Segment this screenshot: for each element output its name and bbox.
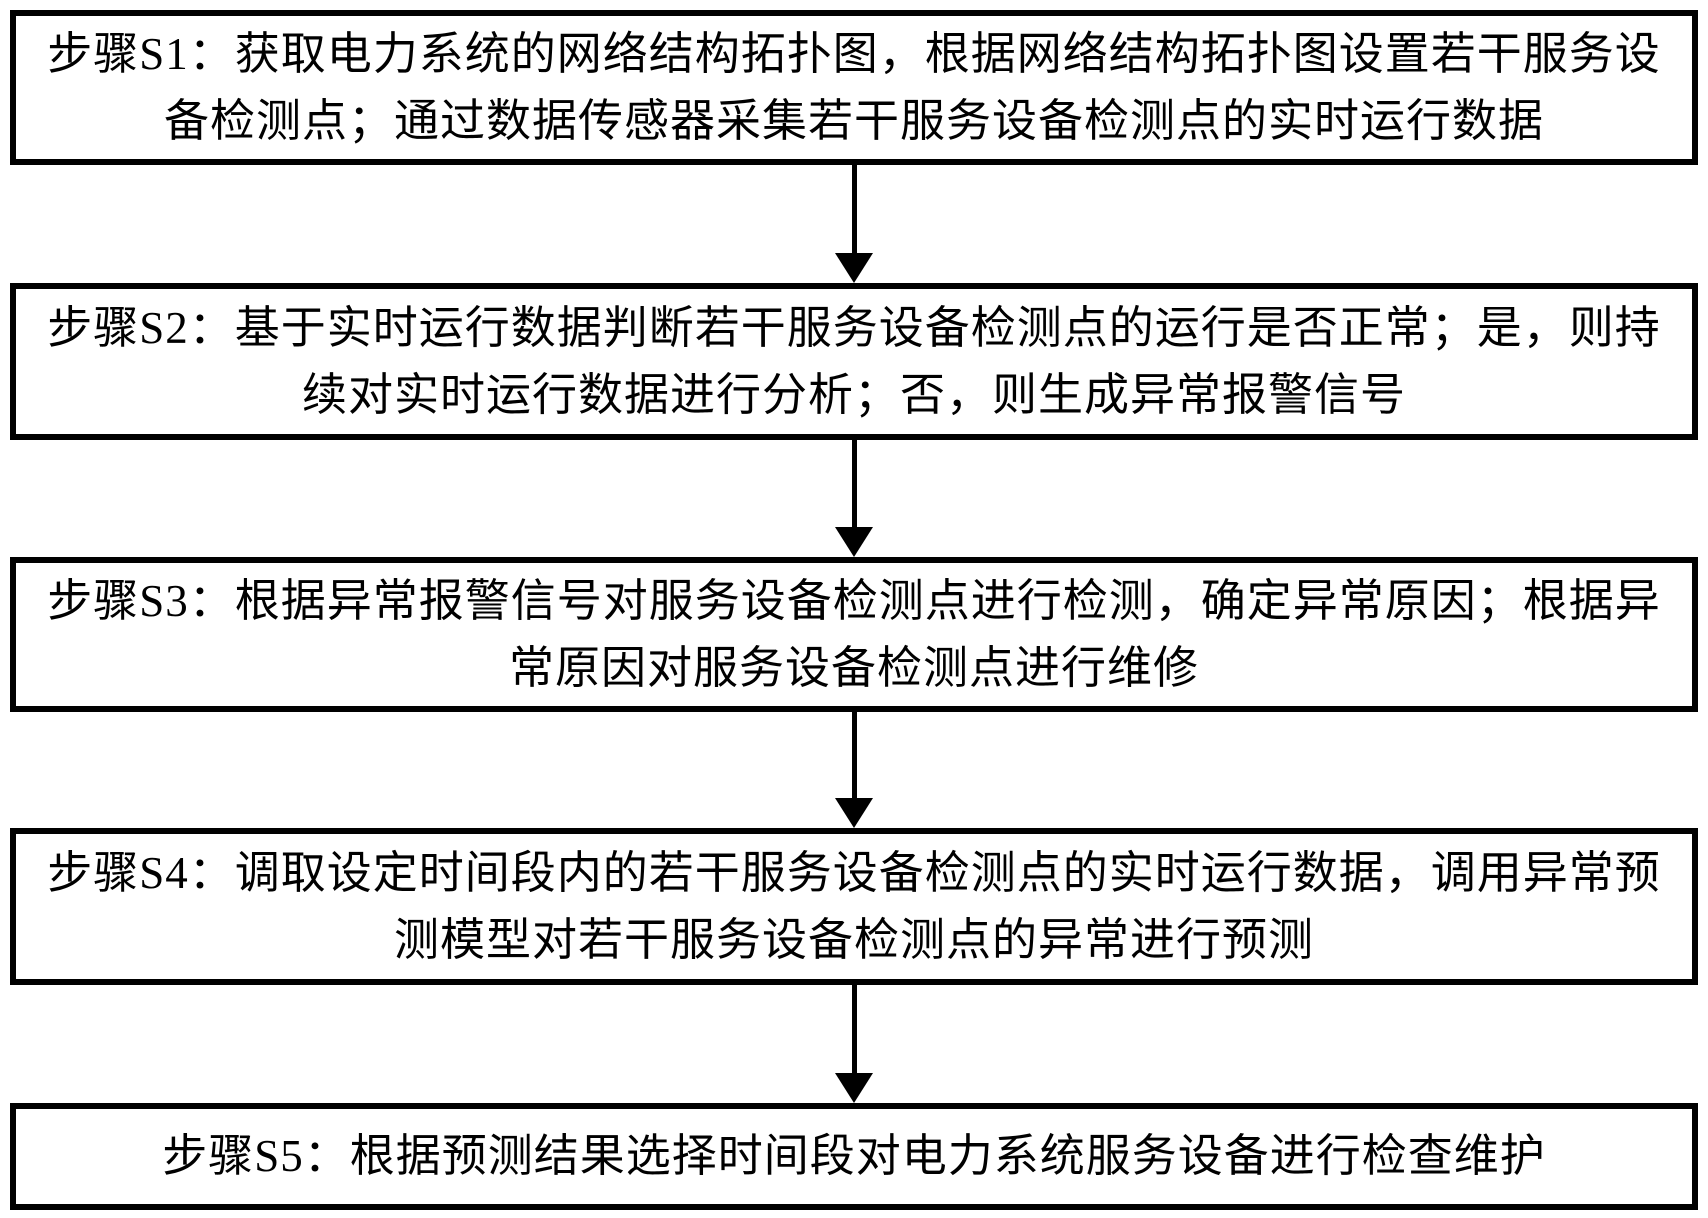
arrow-stem [851,985,857,1073]
step-s4-text: 步骤S4：调取设定时间段内的若干服务设备检测点的实时运行数据，调用异常预测模型对… [47,847,1661,965]
arrow-down-icon [835,798,873,828]
arrow-stem [851,712,857,798]
step-s4-box: 步骤S4：调取设定时间段内的若干服务设备检测点的实时运行数据，调用异常预测模型对… [10,828,1698,985]
step-s1-box: 步骤S1：获取电力系统的网络结构拓扑图，根据网络结构拓扑图设置若干服务设备检测点… [10,10,1698,165]
arrow-down-icon [835,253,873,283]
step-s5-box: 步骤S5：根据预测结果选择时间段对电力系统服务设备进行检查维护 [10,1103,1698,1210]
flow-arrow-s4-s5 [835,985,873,1103]
arrow-stem [851,440,857,527]
step-s1-text: 步骤S1：获取电力系统的网络结构拓扑图，根据网络结构拓扑图设置若干服务设备检测点… [47,28,1661,146]
flow-arrow-s3-s4 [835,712,873,828]
flow-arrow-s1-s2 [835,165,873,283]
flow-arrow-s2-s3 [835,440,873,557]
arrow-stem [851,165,857,253]
step-s3-box: 步骤S3：根据异常报警信号对服务设备检测点进行检测，确定异常原因；根据异常原因对… [10,557,1698,712]
step-s3-text: 步骤S3：根据异常报警信号对服务设备检测点进行检测，确定异常原因；根据异常原因对… [47,575,1661,693]
step-s5-text: 步骤S5：根据预测结果选择时间段对电力系统服务设备进行检查维护 [162,1131,1546,1181]
arrow-down-icon [835,527,873,557]
arrow-down-icon [835,1073,873,1103]
step-s2-box: 步骤S2：基于实时运行数据判断若干服务设备检测点的运行是否正常；是，则持续对实时… [10,283,1698,440]
step-s2-text: 步骤S2：基于实时运行数据判断若干服务设备检测点的运行是否正常；是，则持续对实时… [47,302,1661,420]
